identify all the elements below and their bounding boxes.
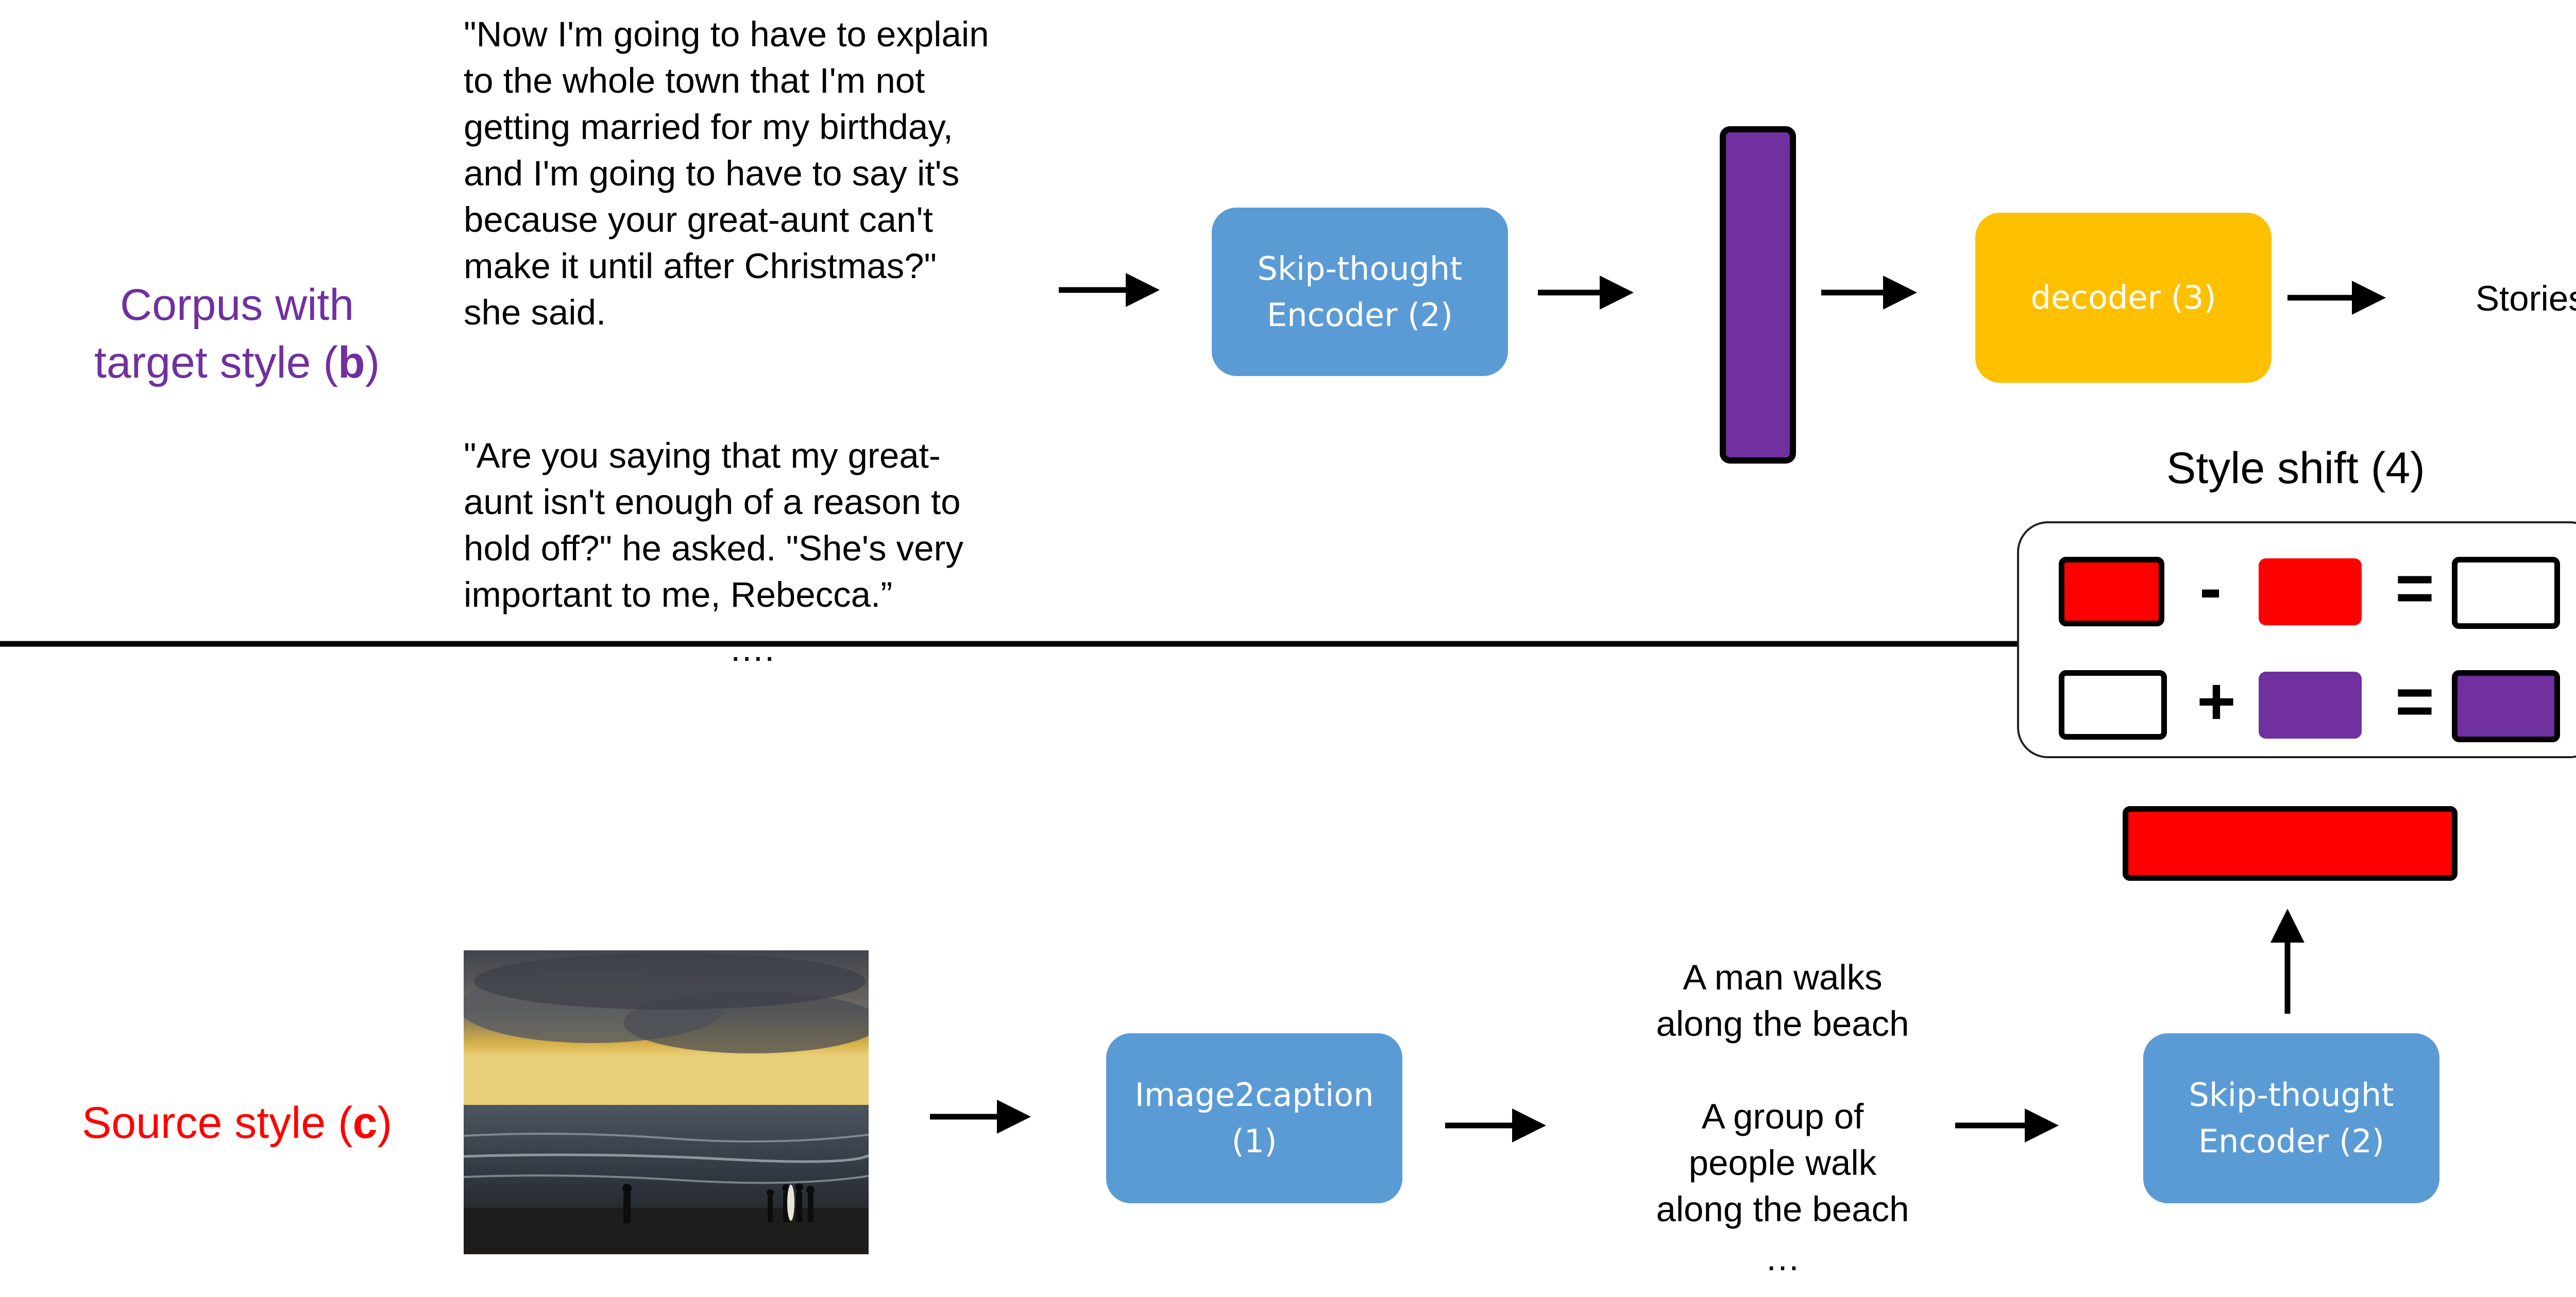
style-shift-panel: - = + =	[2017, 521, 2576, 758]
target-style-label: Corpus with target style (b)	[52, 219, 422, 391]
top-skip-thought-encoder: Skip-thought Encoder (2)	[1212, 208, 1508, 376]
caption-1: A man walks along the beach	[1656, 958, 1909, 1044]
source-style-label-text: Source style (	[81, 1098, 353, 1148]
purple-vector-result	[2452, 670, 2560, 742]
target-style-key: b	[337, 337, 365, 387]
caption-ellipsis: …	[1765, 1238, 1801, 1278]
decoder-box: decoder (3)	[1975, 213, 2272, 383]
minus-operator: -	[2199, 550, 2222, 625]
red-vector-a	[2059, 557, 2164, 626]
caption-2: A group of people walk along the beach	[1656, 1097, 1909, 1229]
image2caption-box: Image2caption (1)	[1106, 1033, 1402, 1203]
red-vector-b	[2259, 558, 2362, 625]
red-style-vector	[2123, 806, 2458, 881]
target-style-label-close: )	[365, 337, 380, 387]
stories-output-label: Stories	[2476, 279, 2576, 318]
purple-vector-add	[2259, 672, 2362, 739]
corpus-ellipsis: ….	[729, 629, 775, 669]
style-shift-title: Style shift (4)	[2166, 443, 2425, 493]
empty-vector-result	[2452, 557, 2560, 629]
source-style-label: Source style (c)	[41, 1095, 433, 1152]
beach-photo-image	[464, 950, 869, 1254]
beach-photo	[464, 950, 869, 1254]
equals-operator-2: =	[2395, 663, 2434, 739]
corpus-paragraph-1: "Now I'm going to have to explain to the…	[464, 14, 989, 332]
purple-style-vector	[1720, 126, 1796, 464]
bottom-skip-thought-encoder: Skip-thought Encoder (2)	[2143, 1033, 2439, 1203]
target-style-label-text: Corpus with target style (	[94, 280, 354, 387]
corpus-paragraph-2: "Are you saying that my great- aunt isn'…	[464, 436, 963, 615]
empty-vector-input	[2059, 670, 2167, 740]
source-style-key: c	[352, 1098, 378, 1148]
source-style-label-close: )	[377, 1098, 393, 1148]
plus-operator: +	[2197, 663, 2236, 739]
equals-operator-1: =	[2395, 550, 2434, 625]
